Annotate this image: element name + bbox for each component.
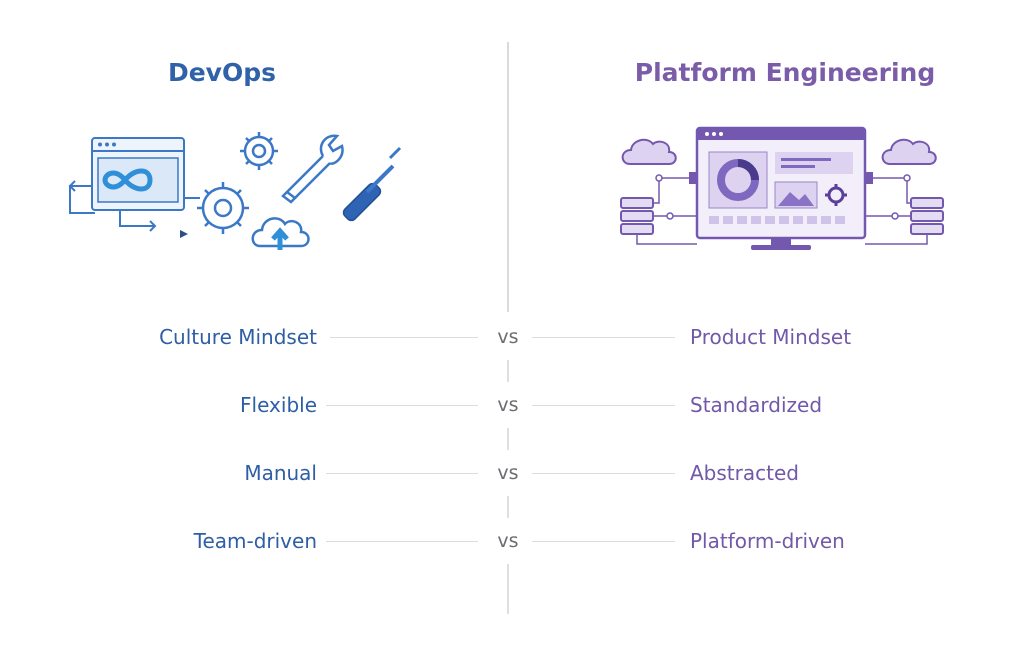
platform-illustration — [620, 126, 944, 250]
connector-line — [532, 541, 675, 542]
cloud-icon — [881, 138, 937, 165]
vs-label: vs — [490, 526, 526, 556]
devops-trait: Flexible — [240, 393, 317, 417]
platform-trait: Standardized — [690, 393, 823, 417]
cloud-upload-icon — [251, 217, 310, 250]
vs-label: vs — [490, 322, 526, 352]
play-marker-icon — [180, 230, 188, 238]
devops-title: DevOps — [167, 58, 277, 87]
monitor-dashboard-icon — [695, 126, 867, 250]
server-icon — [620, 197, 654, 235]
connector-line — [532, 473, 675, 474]
devops-illustration — [68, 132, 402, 250]
center-divider-segment — [507, 564, 509, 614]
comparison-row: Flexible vs Standardized — [0, 390, 1024, 420]
gear-icon — [197, 182, 249, 234]
platform-trait: Abstracted — [690, 461, 799, 485]
comparison-row: Team-driven vs Platform-driven — [0, 526, 1024, 556]
vs-label: vs — [490, 458, 526, 488]
devops-trait: Manual — [244, 461, 317, 485]
refresh-arrow-icon — [68, 180, 200, 232]
devops-trait: Culture Mindset — [159, 325, 317, 349]
platform-trait: Product Mindset — [690, 325, 852, 349]
center-divider-segment — [507, 428, 509, 450]
connector-line — [532, 337, 675, 338]
devops-trait: Team-driven — [193, 529, 317, 553]
gear-icon — [240, 132, 278, 170]
connector-line — [326, 473, 478, 474]
wrench-icon — [281, 134, 344, 204]
connector-line — [326, 405, 478, 406]
comparison-row: Culture Mindset vs Product Mindset — [0, 322, 1024, 352]
connector-line — [532, 405, 675, 406]
center-divider-segment — [507, 496, 509, 518]
connector-nodes — [655, 174, 911, 220]
center-divider-segment — [507, 360, 509, 382]
connector-line — [326, 541, 478, 542]
browser-infinity-icon — [91, 137, 185, 211]
connector-lines — [636, 177, 928, 245]
vs-label: vs — [490, 390, 526, 420]
comparison-row: Manual vs Abstracted — [0, 458, 1024, 488]
center-divider — [507, 42, 509, 312]
platform-trait: Platform-driven — [690, 529, 845, 553]
screwdriver-icon — [342, 146, 402, 222]
platform-engineering-title: Platform Engineering — [634, 58, 936, 87]
connector-line — [330, 337, 478, 338]
server-icon — [910, 197, 944, 235]
cloud-icon — [621, 138, 677, 165]
